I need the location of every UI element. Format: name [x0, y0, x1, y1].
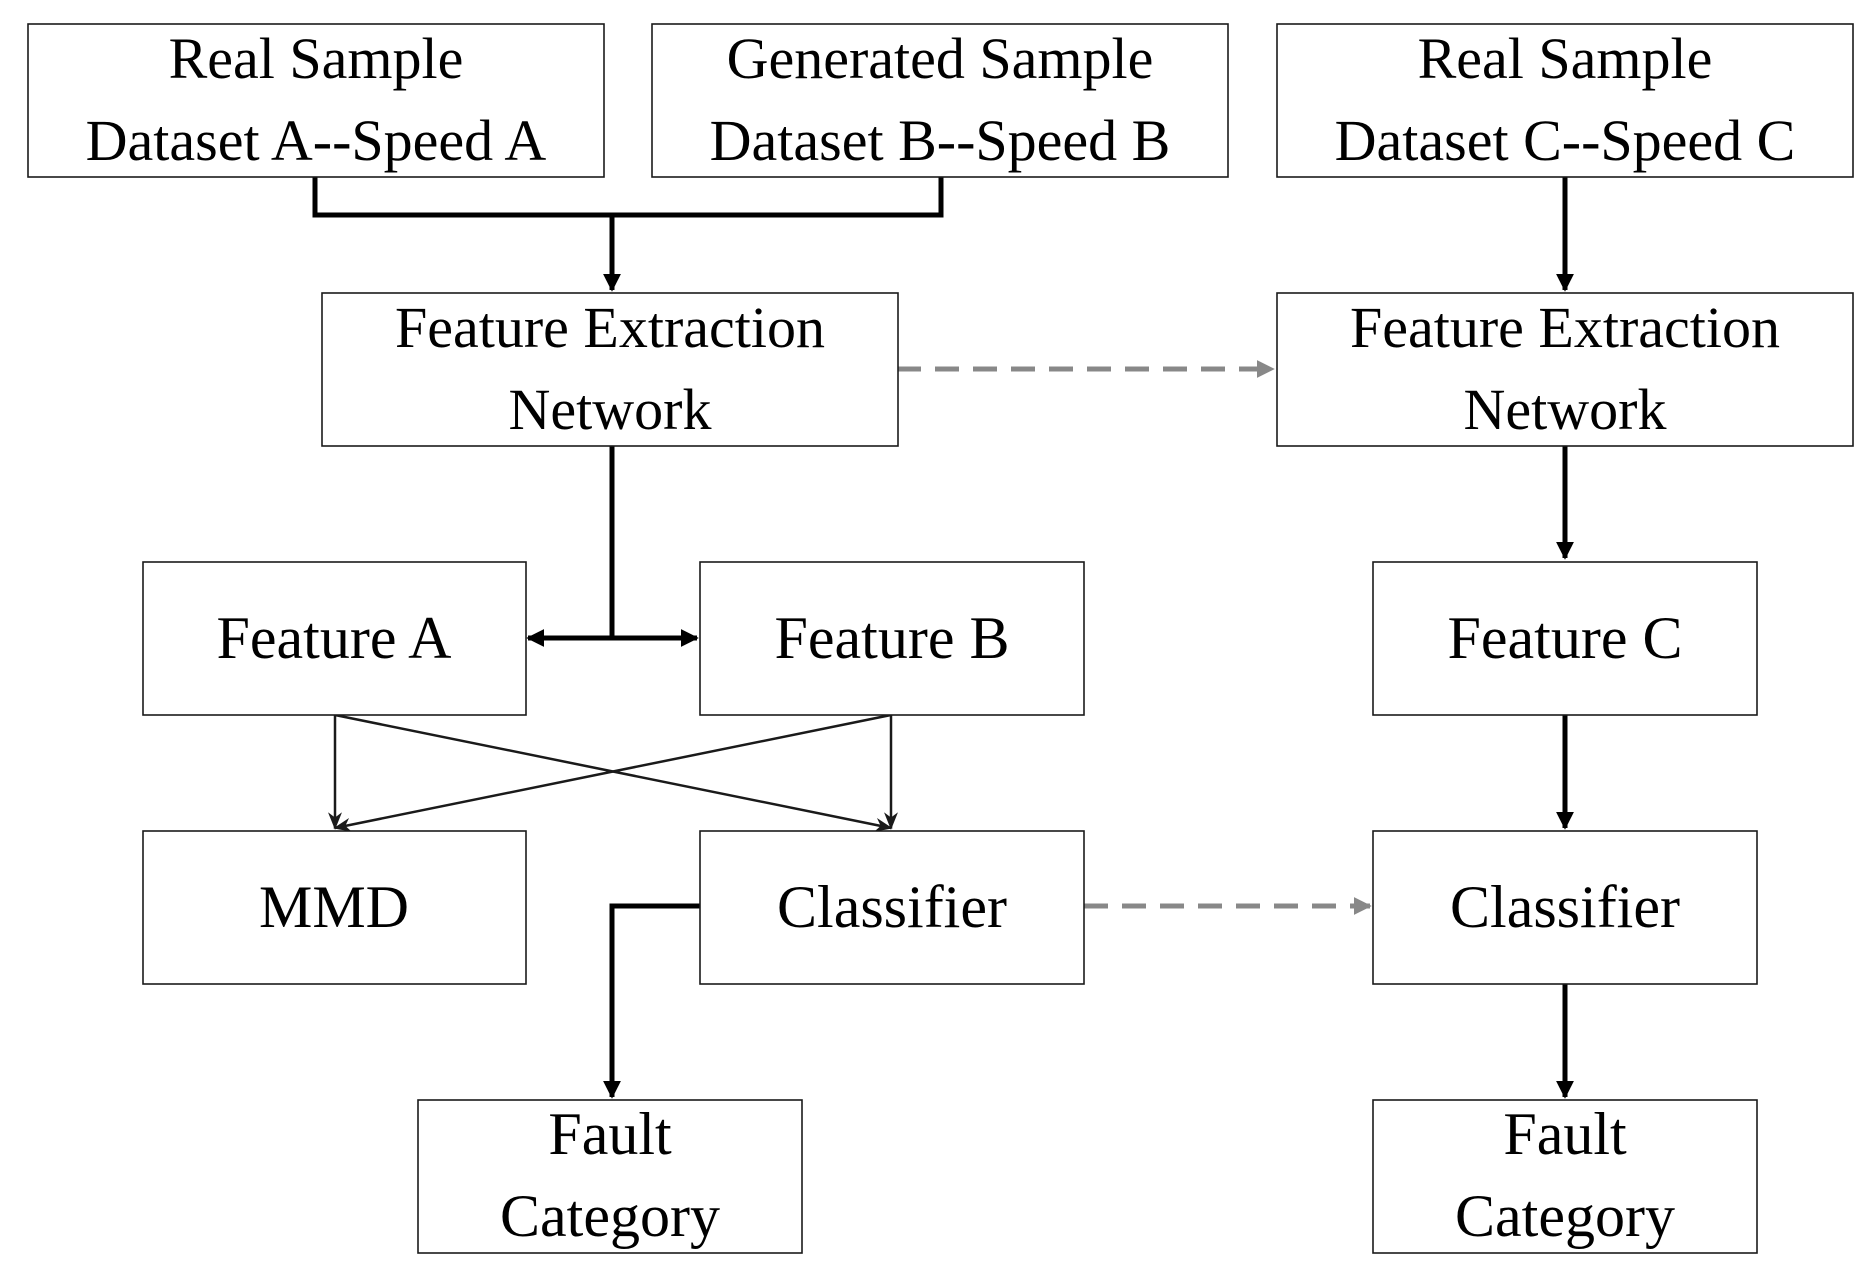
- fen-right-line-1: Feature Extraction: [1350, 295, 1780, 360]
- generated-sample-b-line-2: Dataset B--Speed B: [710, 108, 1171, 173]
- feature-c-box: Feature C: [1372, 561, 1758, 716]
- real-sample-a-line-1: Real Sample: [169, 26, 464, 91]
- real-sample-a-line-2: Dataset A--Speed A: [86, 108, 547, 173]
- connectors: [312, 177, 1574, 1099]
- mmd-box: MMD: [142, 830, 527, 985]
- classifier-right-label: Classifier: [1450, 874, 1680, 940]
- fen-left-line-1: Feature Extraction: [395, 295, 825, 360]
- feature-b-box: Feature B: [699, 561, 1085, 716]
- feature-a-box: Feature A: [142, 561, 527, 716]
- feature-a-label: Feature A: [217, 605, 452, 671]
- feature-b-label: Feature B: [775, 605, 1010, 671]
- generated-sample-b-line-1: Generated Sample: [727, 26, 1154, 91]
- real-sample-c-line-2: Dataset C--Speed C: [1335, 108, 1796, 173]
- fen-left-line-2: Network: [509, 377, 712, 442]
- classifier-left-box: Classifier: [699, 830, 1085, 985]
- mmd-label: MMD: [259, 874, 409, 940]
- feature-c-label: Feature C: [1448, 605, 1683, 671]
- fault-left-line-1: Fault: [548, 1101, 672, 1167]
- feature-extraction-network-right-box: Feature Extraction Network: [1276, 292, 1854, 447]
- merge-connector-a-b: [312, 177, 944, 218]
- fault-left-line-2: Category: [500, 1183, 720, 1249]
- feature-extraction-network-left-box: Feature Extraction Network: [321, 292, 899, 447]
- real-sample-a-box: Real Sample Dataset A--Speed A: [27, 23, 605, 178]
- real-sample-c-line-1: Real Sample: [1418, 26, 1713, 91]
- fault-right-line-2: Category: [1455, 1183, 1675, 1249]
- classifier-right-box: Classifier: [1372, 830, 1758, 985]
- fault-category-right-box: Fault Category: [1372, 1099, 1758, 1254]
- fen-right-line-2: Network: [1464, 377, 1667, 442]
- real-sample-c-box: Real Sample Dataset C--Speed C: [1276, 23, 1854, 178]
- fault-right-line-1: Fault: [1503, 1101, 1627, 1167]
- generated-sample-b-box: Generated Sample Dataset B--Speed B: [651, 23, 1229, 178]
- arrow-feature-b-to-mmd: [333, 713, 892, 832]
- fault-category-left-box: Fault Category: [417, 1099, 803, 1254]
- classifier-left-label: Classifier: [777, 874, 1007, 940]
- arrow-classifier-left-to-fault: [603, 903, 702, 1099]
